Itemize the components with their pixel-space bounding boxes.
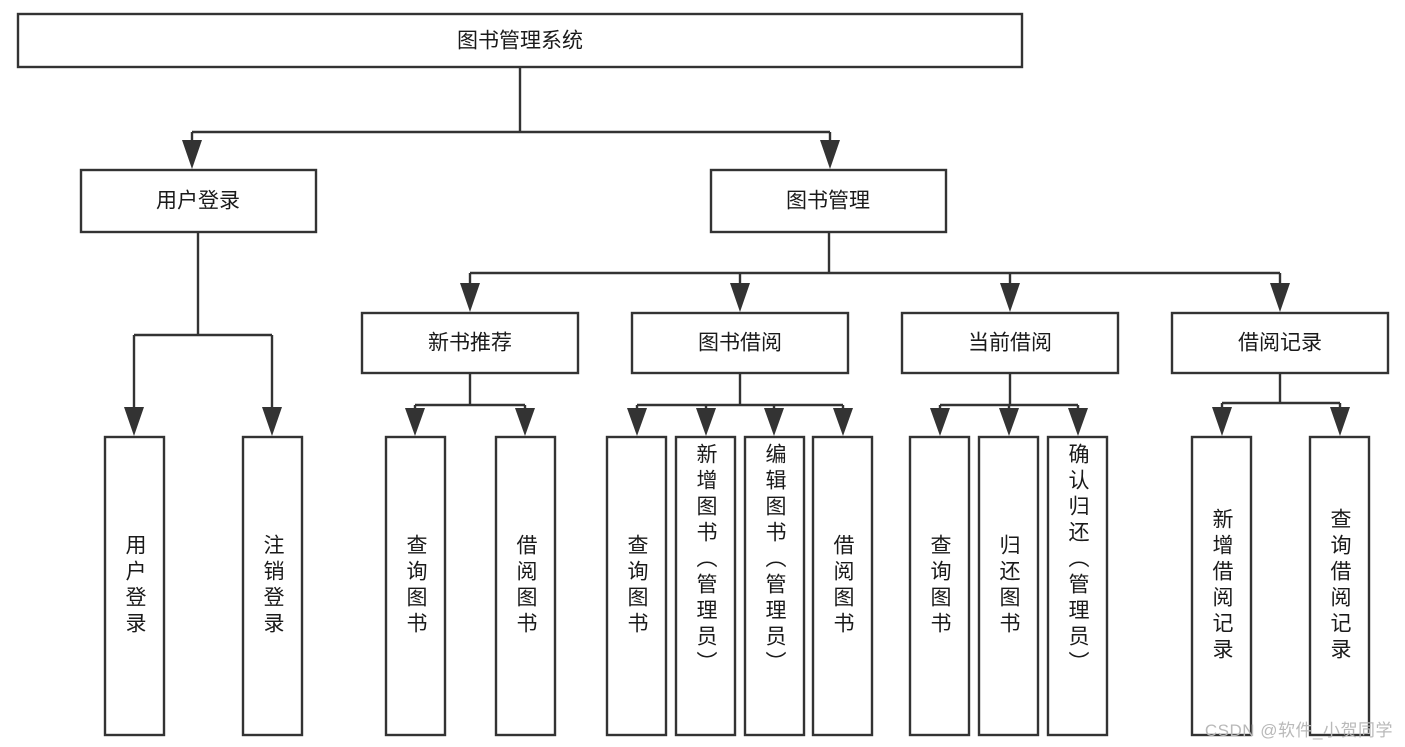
arrow-head-borrow-record xyxy=(1270,283,1290,312)
arrow-head-leaf-confirm-return xyxy=(1068,408,1088,436)
node-leaf-query-record[interactable] xyxy=(1308,435,1371,737)
arrow-head-leaf-add-book xyxy=(696,408,716,436)
arrow-head-leaf-return-book xyxy=(999,408,1019,436)
connector-layer xyxy=(124,67,1350,436)
node-borrow-record[interactable] xyxy=(1170,311,1390,375)
node-leaf-user-login[interactable] xyxy=(103,435,166,737)
node-leaf-add-book[interactable] xyxy=(674,435,737,737)
arrow-head-leaf-query-book-1 xyxy=(405,408,425,436)
node-leaf-edit-book[interactable] xyxy=(743,435,806,737)
node-leaf-borrow-book-2[interactable] xyxy=(811,435,874,737)
node-leaf-query-book-3[interactable] xyxy=(908,435,971,737)
arrow-head-leaf-query-book-2 xyxy=(627,408,647,436)
node-new-book-recommend-label: 新书推荐 xyxy=(428,332,512,355)
arrow-head-leaf-add-record xyxy=(1212,407,1232,436)
arrow-head-leaf-edit-book xyxy=(764,408,784,436)
arrow-head-user-login xyxy=(182,140,202,169)
arrow-head-new-book-recommend xyxy=(460,283,480,312)
arrow-head-leaf-borrow-book-1 xyxy=(515,408,535,436)
csdn-watermark: CSDN @软件_小贺同学 xyxy=(1204,721,1393,740)
node-leaf-add-record[interactable] xyxy=(1190,435,1253,737)
arrow-head-leaf-user-login xyxy=(124,407,144,436)
node-new-book-recommend[interactable] xyxy=(360,311,580,375)
node-book-management-label: 图书管理 xyxy=(786,190,870,213)
node-leaf-borrow-book-1[interactable] xyxy=(494,435,557,737)
arrow-head-leaf-logout-login xyxy=(262,407,282,436)
node-book-borrow[interactable] xyxy=(630,311,850,375)
node-root-label: 图书管理系统 xyxy=(457,30,583,53)
node-borrow-record-label: 借阅记录 xyxy=(1238,332,1322,355)
node-leaf-query-book-1[interactable] xyxy=(384,435,447,737)
node-current-borrow[interactable] xyxy=(900,311,1120,375)
arrow-head-book-management xyxy=(820,140,840,169)
node-user-login[interactable] xyxy=(79,168,318,234)
arrow-head-book-borrow xyxy=(730,283,750,312)
arrow-head-current-borrow xyxy=(1000,283,1020,312)
node-book-management[interactable] xyxy=(709,168,948,234)
node-leaf-query-book-2[interactable] xyxy=(605,435,668,737)
arrow-head-leaf-query-record xyxy=(1330,407,1350,436)
node-book-borrow-label: 图书借阅 xyxy=(698,332,782,355)
node-leaf-logout-login[interactable] xyxy=(241,435,304,737)
node-user-login-label: 用户登录 xyxy=(156,190,240,213)
node-leaf-return-book[interactable] xyxy=(977,435,1040,737)
node-root[interactable] xyxy=(16,12,1024,69)
node-current-borrow-label: 当前借阅 xyxy=(968,332,1052,355)
node-leaf-confirm-return[interactable] xyxy=(1046,435,1109,737)
arrow-head-leaf-borrow-book-2 xyxy=(833,408,853,436)
node-layer: 图书管理系统 用户登录 图书管理 新书推荐 图书借阅 当前借阅 借阅记录 xyxy=(16,12,1390,737)
arrow-head-leaf-query-book-3 xyxy=(930,408,950,436)
